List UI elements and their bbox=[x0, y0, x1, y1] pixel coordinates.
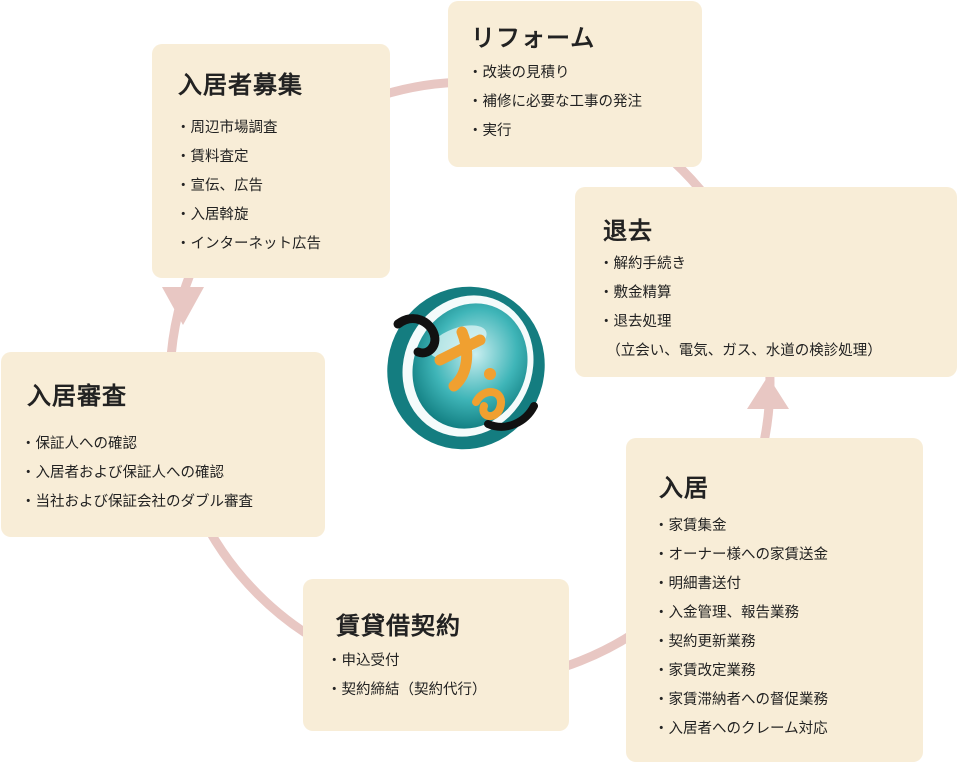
list-item: 宣伝、広告 bbox=[176, 172, 321, 201]
list-item: 契約更新業務 bbox=[654, 628, 828, 657]
list-item: 当社および保証会社のダブル審査 bbox=[21, 488, 254, 517]
step-card-moveout: 退去 解約手続き 敷金精算 退去処理 （立会い、電気、ガス、水道の検診処理） bbox=[575, 187, 957, 377]
list-item-note: （立会い、電気、ガス、水道の検診処理） bbox=[613, 343, 882, 359]
list-item: 申込受付 bbox=[327, 647, 487, 676]
list-item: 入居者および保証人への確認 bbox=[21, 459, 253, 488]
cycle-arrow-left bbox=[162, 287, 204, 325]
list-item: 契約締結（契約代行） bbox=[327, 676, 487, 705]
list-item: 解約手続き bbox=[599, 250, 882, 279]
list-item: 家賃滞納者への督促業務 bbox=[654, 686, 829, 715]
list-item: 退去処理 bbox=[599, 308, 882, 337]
list-item: 入居者へのクレーム対応 bbox=[654, 715, 828, 744]
list-item: 保証人への確認 bbox=[21, 430, 253, 459]
step-title-recruit: 入居者募集 bbox=[178, 71, 303, 99]
step-title-screening: 入居審査 bbox=[27, 382, 127, 410]
list-item: 実行 bbox=[468, 117, 642, 146]
step-list-recruit: 周辺市場調査 賃料査定 宣伝、広告 入居斡旋 インターネット広告 bbox=[176, 114, 322, 259]
list-item: インターネット広告 bbox=[176, 230, 322, 259]
list-item: 補修に必要な工事の発注 bbox=[468, 88, 643, 117]
step-list-contract: 申込受付 契約締結（契約代行） bbox=[327, 647, 487, 705]
list-item: 入居斡旋 bbox=[176, 201, 321, 230]
step-card-occupancy: 入居 家賃集金 オーナー様への家賃送金 明細書送付 入金管理、報告業務 契約更新… bbox=[626, 438, 923, 762]
list-item: 賃料査定 bbox=[176, 143, 321, 172]
step-title-occupancy: 入居 bbox=[659, 474, 709, 502]
step-title-contract: 賃貸借契約 bbox=[336, 612, 461, 640]
step-title-reform: リフォーム bbox=[471, 24, 596, 52]
list-item: 家賃集金 bbox=[654, 512, 828, 541]
list-item: オーナー様への家賃送金 bbox=[654, 541, 829, 570]
step-list-occupancy: 家賃集金 オーナー様への家賃送金 明細書送付 入金管理、報告業務 契約更新業務 … bbox=[654, 512, 829, 744]
step-list-moveout: 解約手続き 敷金精算 退去処理 （立会い、電気、ガス、水道の検診処理） bbox=[599, 250, 882, 366]
cycle-arrow-right bbox=[747, 376, 789, 409]
list-item: 入金管理、報告業務 bbox=[654, 599, 828, 628]
step-card-reform: リフォーム 改装の見積り 補修に必要な工事の発注 実行 bbox=[448, 1, 702, 167]
list-item: 周辺市場調査 bbox=[176, 114, 321, 143]
step-card-contract: 賃貸借契約 申込受付 契約締結（契約代行） bbox=[303, 579, 569, 731]
list-item: 明細書送付 bbox=[654, 570, 828, 599]
company-logo-icon bbox=[387, 286, 545, 450]
list-item: 敷金精算 bbox=[599, 279, 882, 308]
step-list-reform: 改装の見積り 補修に必要な工事の発注 実行 bbox=[468, 59, 643, 146]
list-item: 家賃改定業務 bbox=[654, 657, 828, 686]
step-title-moveout: 退去 bbox=[603, 217, 653, 245]
step-card-recruit: 入居者募集 周辺市場調査 賃料査定 宣伝、広告 入居斡旋 インターネット広告 bbox=[152, 44, 390, 278]
step-card-screening: 入居審査 保証人への確認 入居者および保証人への確認 当社および保証会社のダブル… bbox=[1, 352, 325, 537]
step-list-screening: 保証人への確認 入居者および保証人への確認 当社および保証会社のダブル審査 bbox=[21, 430, 254, 517]
list-item: 改装の見積り bbox=[468, 59, 642, 88]
